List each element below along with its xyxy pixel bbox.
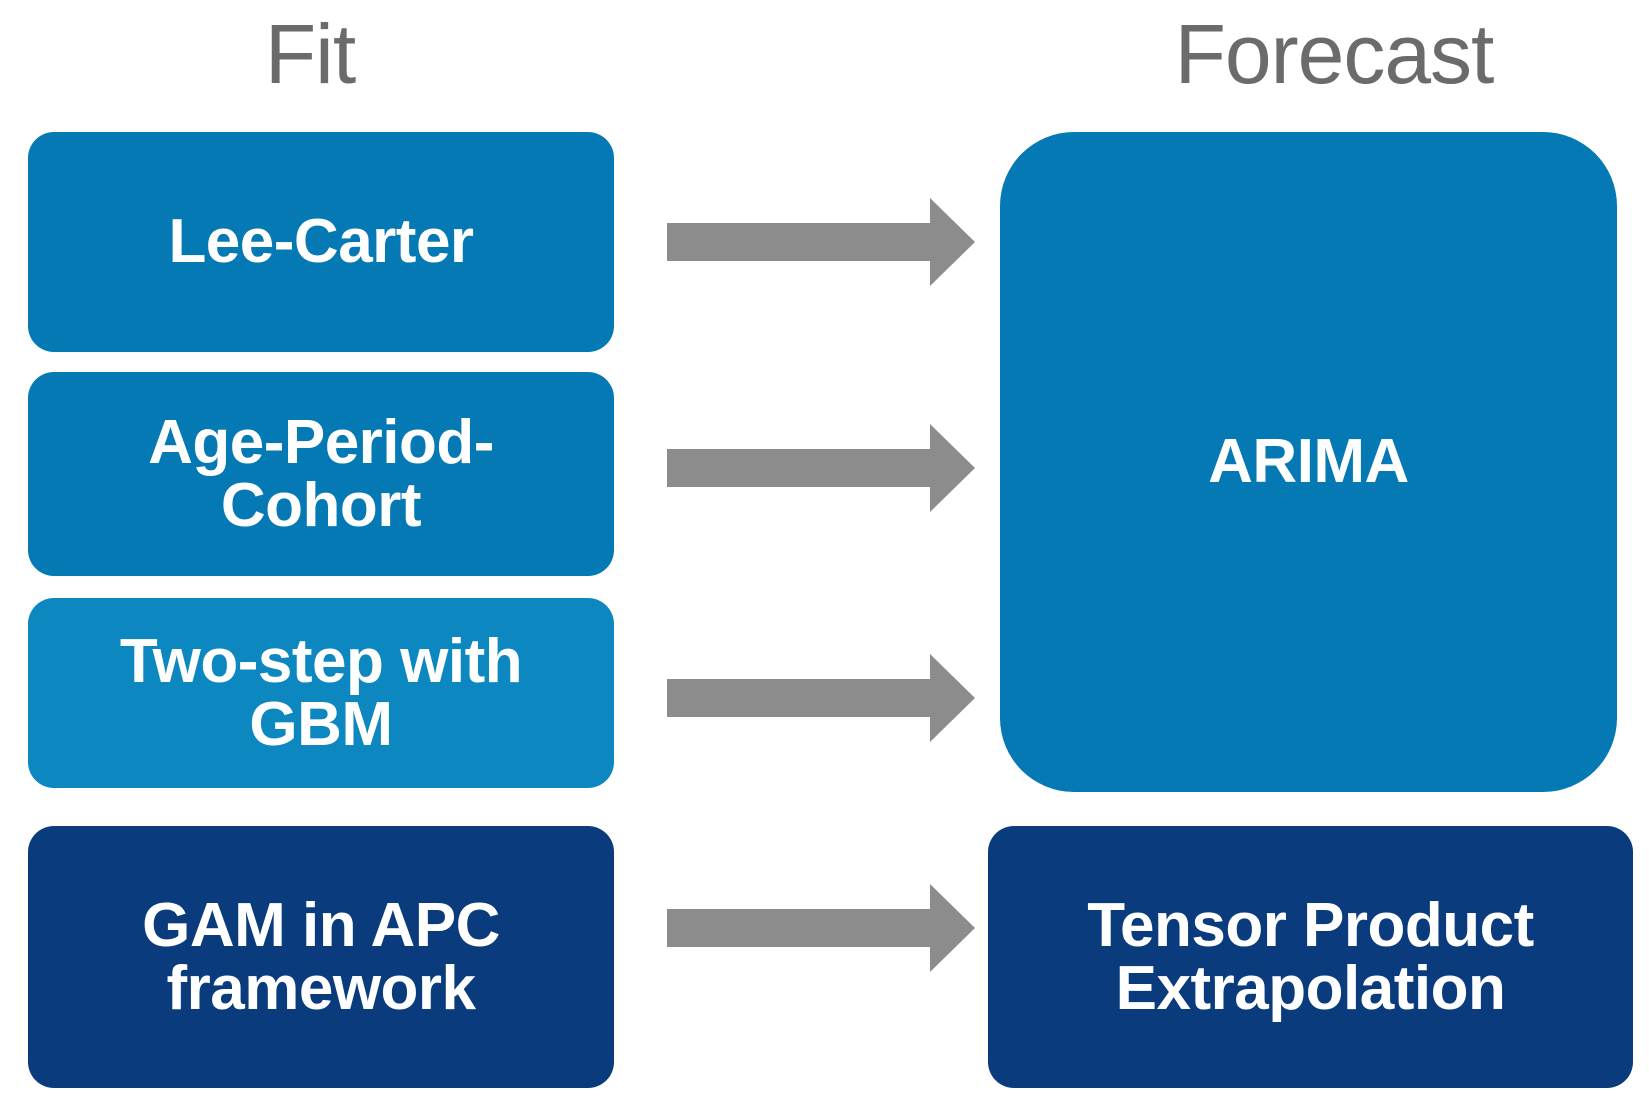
arrow-right-icon-lee-carter-to-arima <box>665 194 977 290</box>
node-arima-label: ARIMA <box>1208 427 1409 497</box>
node-gam-in-apc-framework[interactable]: GAM in APC framework <box>28 826 614 1088</box>
node-tensor-product-extrapolation-label: Tensor Product Extrapolation <box>1087 890 1534 1023</box>
node-two-step-with-gbm-label: Two-step with GBM <box>119 626 523 759</box>
node-age-period-cohort-label: Age-Period- Cohort <box>148 407 494 540</box>
node-tensor-product-extrapolation[interactable]: Tensor Product Extrapolation <box>988 826 1633 1088</box>
node-lee-carter-label: Lee-Carter <box>168 207 474 277</box>
node-age-period-cohort[interactable]: Age-Period- Cohort <box>28 372 614 576</box>
arrow-right-icon-gam-to-tensor-product <box>665 880 977 976</box>
node-gam-in-apc-framework-label: GAM in APC framework <box>142 890 500 1023</box>
node-arima[interactable]: ARIMA <box>1000 132 1617 792</box>
node-lee-carter[interactable]: Lee-Carter <box>28 132 614 352</box>
arrow-right-icon-age-period-cohort-to-arima <box>665 420 977 516</box>
node-two-step-with-gbm[interactable]: Two-step with GBM <box>28 598 614 788</box>
arrow-right-icon-two-step-to-arima <box>665 650 977 746</box>
column-header-fit: Fit <box>264 7 356 101</box>
column-header-forecast: Forecast <box>1174 7 1495 101</box>
